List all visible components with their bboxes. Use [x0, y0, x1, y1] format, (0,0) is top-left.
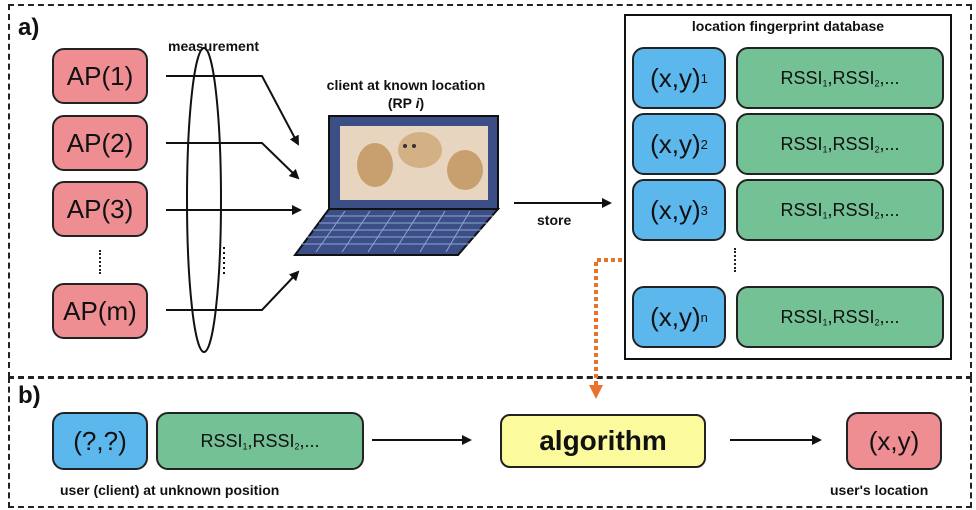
- panel-a-label: a): [18, 14, 40, 41]
- store-label: store: [537, 212, 572, 228]
- unknown-coord-box: (?,?): [52, 412, 148, 470]
- client-label-line2-prefix: (RP: [387, 95, 416, 111]
- measurement-label: measurement: [168, 38, 260, 54]
- client-label: client at known location (RP i): [318, 76, 494, 112]
- panel-b-label: b): [18, 382, 41, 409]
- db-coord-2: (x,y)2: [632, 113, 726, 175]
- db-rssi-2: RSSI1,RSSI2,...: [736, 113, 944, 175]
- algorithm-box: algorithm: [500, 414, 706, 468]
- ap2-arrow: [166, 142, 300, 180]
- db-rssi-3: RSSI1,RSSI2,...: [736, 179, 944, 241]
- apm-arrow: [166, 270, 300, 311]
- database-title: location fingerprint database: [691, 18, 885, 34]
- client-label-line2-italic: i: [415, 95, 420, 111]
- client-label-line1: client at known location: [326, 77, 486, 93]
- panel-b-frame: [8, 377, 972, 508]
- db-rssi-1-text: RSSI1,RSSI2,...: [780, 67, 900, 88]
- db-rssi-2-text: RSSI1,RSSI2,...: [780, 133, 900, 154]
- db-rssi-n: RSSI1,RSSI2,...: [736, 286, 944, 348]
- db-coord-2-sub: 2: [700, 136, 708, 152]
- client-label-line2-suffix: ): [419, 95, 425, 111]
- ap-box-m: AP(m): [52, 283, 148, 339]
- database-frame: [624, 14, 952, 360]
- ap-ellipsis-dots: [99, 250, 101, 274]
- db-coord-n-sub: n: [700, 309, 708, 325]
- ap-box-2: AP(2): [52, 115, 148, 171]
- db-ellipsis-dots: [734, 248, 736, 272]
- db-rssi-1: RSSI1,RSSI2,...: [736, 47, 944, 109]
- db-coord-3-text: (x,y): [650, 194, 701, 225]
- db-coord-1-sub: 1: [700, 70, 708, 86]
- ellipse-lens-icon: [186, 47, 222, 353]
- user-location-label: user's location: [830, 482, 929, 498]
- db-coord-n: (x,y)n: [632, 286, 726, 348]
- db-coord-3-sub: 3: [700, 202, 708, 218]
- result-location-box: (x,y): [846, 412, 942, 470]
- unknown-rssi-box: RSSI1,RSSI2,...: [156, 412, 364, 470]
- unknown-rssi-text: RSSI1,RSSI2,...: [200, 430, 320, 451]
- db-coord-n-text: (x,y): [650, 301, 701, 332]
- unknown-position-label: user (client) at unknown position: [60, 482, 280, 498]
- db-rssi-3-text: RSSI1,RSSI2,...: [780, 199, 900, 220]
- ap-box-1: AP(1): [52, 48, 148, 104]
- laptop-icon: [293, 115, 501, 256]
- db-rssi-n-text: RSSI1,RSSI2,...: [780, 306, 900, 327]
- database-to-algorithm-arrow: [589, 258, 622, 399]
- db-coord-1-text: (x,y): [650, 62, 701, 93]
- db-coord-1: (x,y)1: [632, 47, 726, 109]
- ap1-arrow: [166, 75, 299, 146]
- ap-box-3: AP(3): [52, 181, 148, 237]
- db-coord-2-text: (x,y): [650, 128, 701, 159]
- db-coord-3: (x,y)3: [632, 179, 726, 241]
